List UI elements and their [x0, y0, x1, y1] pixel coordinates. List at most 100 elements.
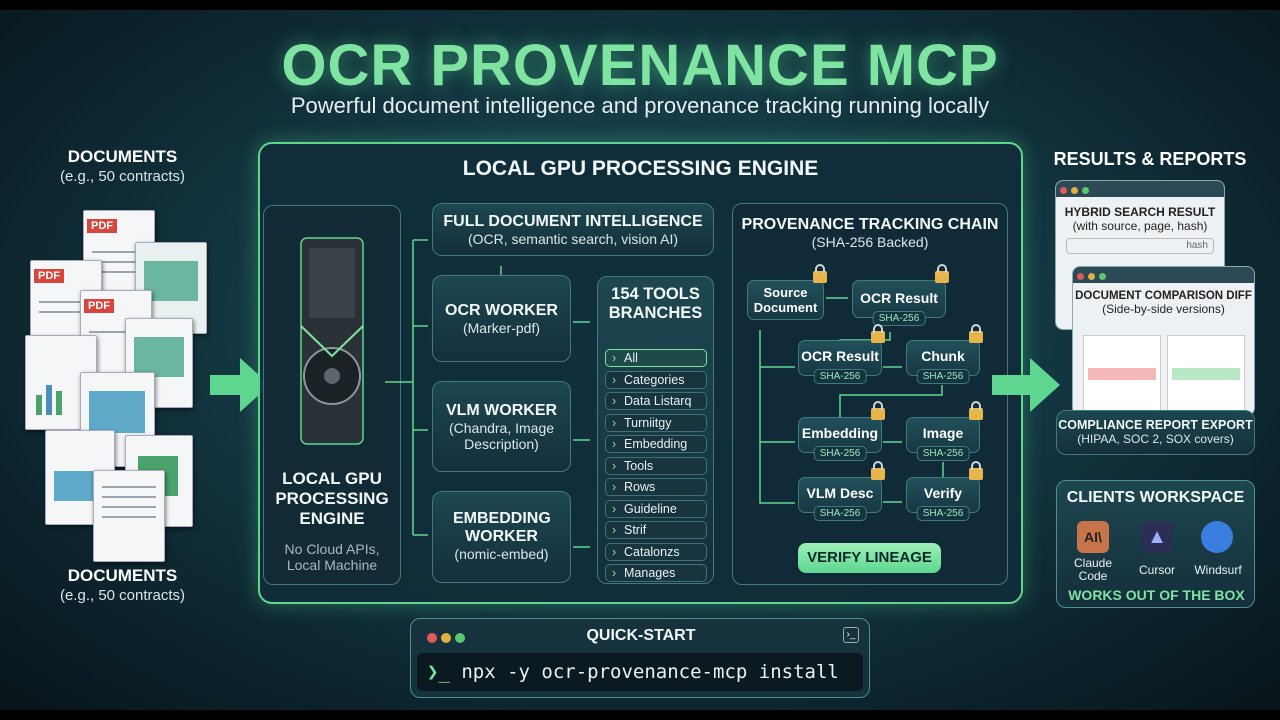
- input-arrow-icon: [210, 358, 270, 412]
- tool-branch-item[interactable]: Tools: [605, 456, 707, 475]
- client-cursor[interactable]: Cursor: [1138, 563, 1175, 577]
- node-label: Embedding: [801, 425, 879, 441]
- sha-badge: SHA-256: [916, 446, 970, 461]
- command-text: npx -y ocr-provenance-mcp install: [461, 661, 839, 683]
- lock-icon: [871, 461, 885, 480]
- tool-branch-item[interactable]: Data Listarq: [605, 392, 707, 410]
- client-windsurf[interactable]: Windsurf: [1194, 563, 1242, 577]
- lock-icon: [969, 461, 983, 480]
- ocr-worker-box: OCR WORKER (Marker-pdf): [432, 275, 571, 362]
- sha-badge: SHA-256: [813, 506, 867, 521]
- documents-note-top: (e.g., 50 contracts): [59, 168, 186, 185]
- prompt-icon: ❯_: [427, 661, 450, 683]
- client-claude-code[interactable]: Claude Code: [1073, 556, 1113, 583]
- documents-label-bottom: DOCUMENTS: [67, 566, 178, 585]
- gpu-label: LOCAL GPU PROCESSING ENGINE: [275, 469, 389, 528]
- documents-label-top: DOCUMENTS: [67, 147, 178, 166]
- tool-branch-item[interactable]: Categories: [605, 370, 707, 389]
- quickstart-panel: QUICK-START ›_ ❯_ npx -y ocr-provenance-…: [410, 618, 870, 698]
- lock-icon: [871, 401, 885, 420]
- infographic: OCR PROVENANCE MCP Powerful document int…: [0, 10, 1280, 710]
- engine-title: LOCAL GPU PROCESSING ENGINE: [462, 157, 819, 180]
- lock-icon: [969, 401, 983, 420]
- hybrid-sub: (with source, page, hash): [1072, 219, 1208, 233]
- lock-icon: [969, 324, 983, 343]
- lock-icon: [871, 324, 885, 343]
- quickstart-title: QUICK-START: [586, 627, 696, 644]
- sha-badge: SHA-256: [813, 369, 867, 384]
- tool-branch-item[interactable]: Manages: [605, 564, 707, 582]
- gpu-icon: [300, 237, 364, 445]
- clients-box: CLIENTS WORKSPACE AI\ ▲ Claude Code Curs…: [1056, 480, 1255, 608]
- lock-icon: [813, 264, 827, 283]
- lock-icon: [935, 264, 949, 283]
- vlm-worker-box: VLM WORKER (Chandra, Image Description): [432, 381, 571, 472]
- tool-branch-item[interactable]: Guideline: [605, 499, 707, 518]
- windsurf-logo: [1201, 521, 1233, 553]
- gpu-box: LOCAL GPU PROCESSING ENGINE No Cloud API…: [263, 205, 401, 585]
- sha-badge: SHA-256: [872, 311, 926, 326]
- compliance-export-box: COMPLIANCE REPORT EXPORT (HIPAA, SOC 2, …: [1056, 410, 1255, 455]
- compliance-title: COMPLIANCE REPORT EXPORT: [1058, 418, 1253, 432]
- diff-title: DOCUMENT COMPARISON DIFF: [1075, 290, 1252, 302]
- tool-branch-item[interactable]: Turniitgy: [605, 413, 707, 432]
- sha-badge: SHA-256: [916, 369, 970, 384]
- node-label: OCR Result: [801, 348, 879, 364]
- install-command[interactable]: ❯_ npx -y ocr-provenance-mcp install: [417, 653, 863, 691]
- intelligence-sub: (OCR, semantic search, vision AI): [467, 231, 679, 247]
- clients-title: CLIENTS WORKSPACE: [1066, 489, 1245, 506]
- hybrid-search-input[interactable]: hash: [1066, 238, 1214, 254]
- worker-sub: (Chandra, Image Description): [448, 420, 555, 452]
- full-intelligence-box: FULL DOCUMENT INTELLIGENCE (OCR, semanti…: [432, 203, 714, 256]
- sha-badge: SHA-256: [813, 446, 867, 461]
- tools-box: 154 TOOLS BRANCHES AllCategoriesData Lis…: [597, 276, 714, 584]
- node-label: VLM Desc: [806, 485, 874, 501]
- node-label: Verify: [923, 485, 963, 501]
- tool-branch-item[interactable]: Catalonzs: [605, 542, 707, 561]
- tools-title: 154 TOOLS BRANCHES: [608, 285, 703, 322]
- results-title: RESULTS & REPORTS: [1053, 149, 1247, 169]
- worker-title: OCR WORKER: [445, 302, 558, 319]
- document-stack: PDF PDF PDF: [25, 200, 215, 570]
- worker-title: VLM WORKER: [445, 402, 558, 419]
- provenance-title: PROVENANCE TRACKING CHAIN: [741, 216, 999, 233]
- node-label: Chunk: [921, 348, 965, 364]
- tool-branch-item[interactable]: Strif: [605, 521, 707, 539]
- verify-lineage-button[interactable]: VERIFY LINEAGE: [798, 543, 941, 573]
- page-subtitle: Powerful document intelligence and prove…: [290, 93, 990, 118]
- terminal-icon[interactable]: ›_: [843, 627, 859, 643]
- compliance-sub: (HIPAA, SOC 2, SOX covers): [1077, 432, 1234, 446]
- node-label: Image: [922, 425, 964, 441]
- intelligence-title: FULL DOCUMENT INTELLIGENCE: [443, 213, 703, 230]
- sha-badge: SHA-256: [916, 506, 970, 521]
- tool-branch-item[interactable]: Rows: [605, 478, 707, 496]
- documents-note-bottom: (e.g., 50 contracts): [59, 587, 186, 604]
- output-arrow-icon: [992, 358, 1060, 412]
- page-title: OCR PROVENANCE MCP: [281, 33, 999, 98]
- connector-lines: [385, 239, 590, 548]
- hybrid-title: HYBRID SEARCH RESULT: [1064, 205, 1216, 219]
- provenance-sub: (SHA-256 Backed): [811, 234, 929, 250]
- tool-branch-item[interactable]: Embedding: [605, 435, 707, 453]
- clients-footer: WORKS OUT OF THE BOX: [1068, 587, 1245, 603]
- node-label: Source Document: [753, 285, 818, 315]
- provenance-node: Source Document: [747, 264, 827, 320]
- diff-sub: (Side-by-side versions): [1102, 302, 1225, 316]
- worker-sub: (Marker-pdf): [462, 320, 540, 336]
- cursor-logo: ▲: [1141, 521, 1173, 553]
- worker-title: EMBEDDING WORKER: [453, 510, 551, 545]
- worker-sub: (nomic-embed): [454, 546, 549, 562]
- claude-code-logo: AI\: [1077, 521, 1109, 553]
- provenance-box: PROVENANCE TRACKING CHAIN (SHA-256 Backe…: [732, 203, 1008, 585]
- tool-branch-item[interactable]: All: [605, 349, 707, 367]
- embedding-worker-box: EMBEDDING WORKER (nomic-embed): [432, 491, 571, 583]
- comparison-diff-window: DOCUMENT COMPARISON DIFF (Side-by-side v…: [1072, 266, 1255, 416]
- gpu-note: No Cloud APIs, Local Machine: [284, 541, 380, 573]
